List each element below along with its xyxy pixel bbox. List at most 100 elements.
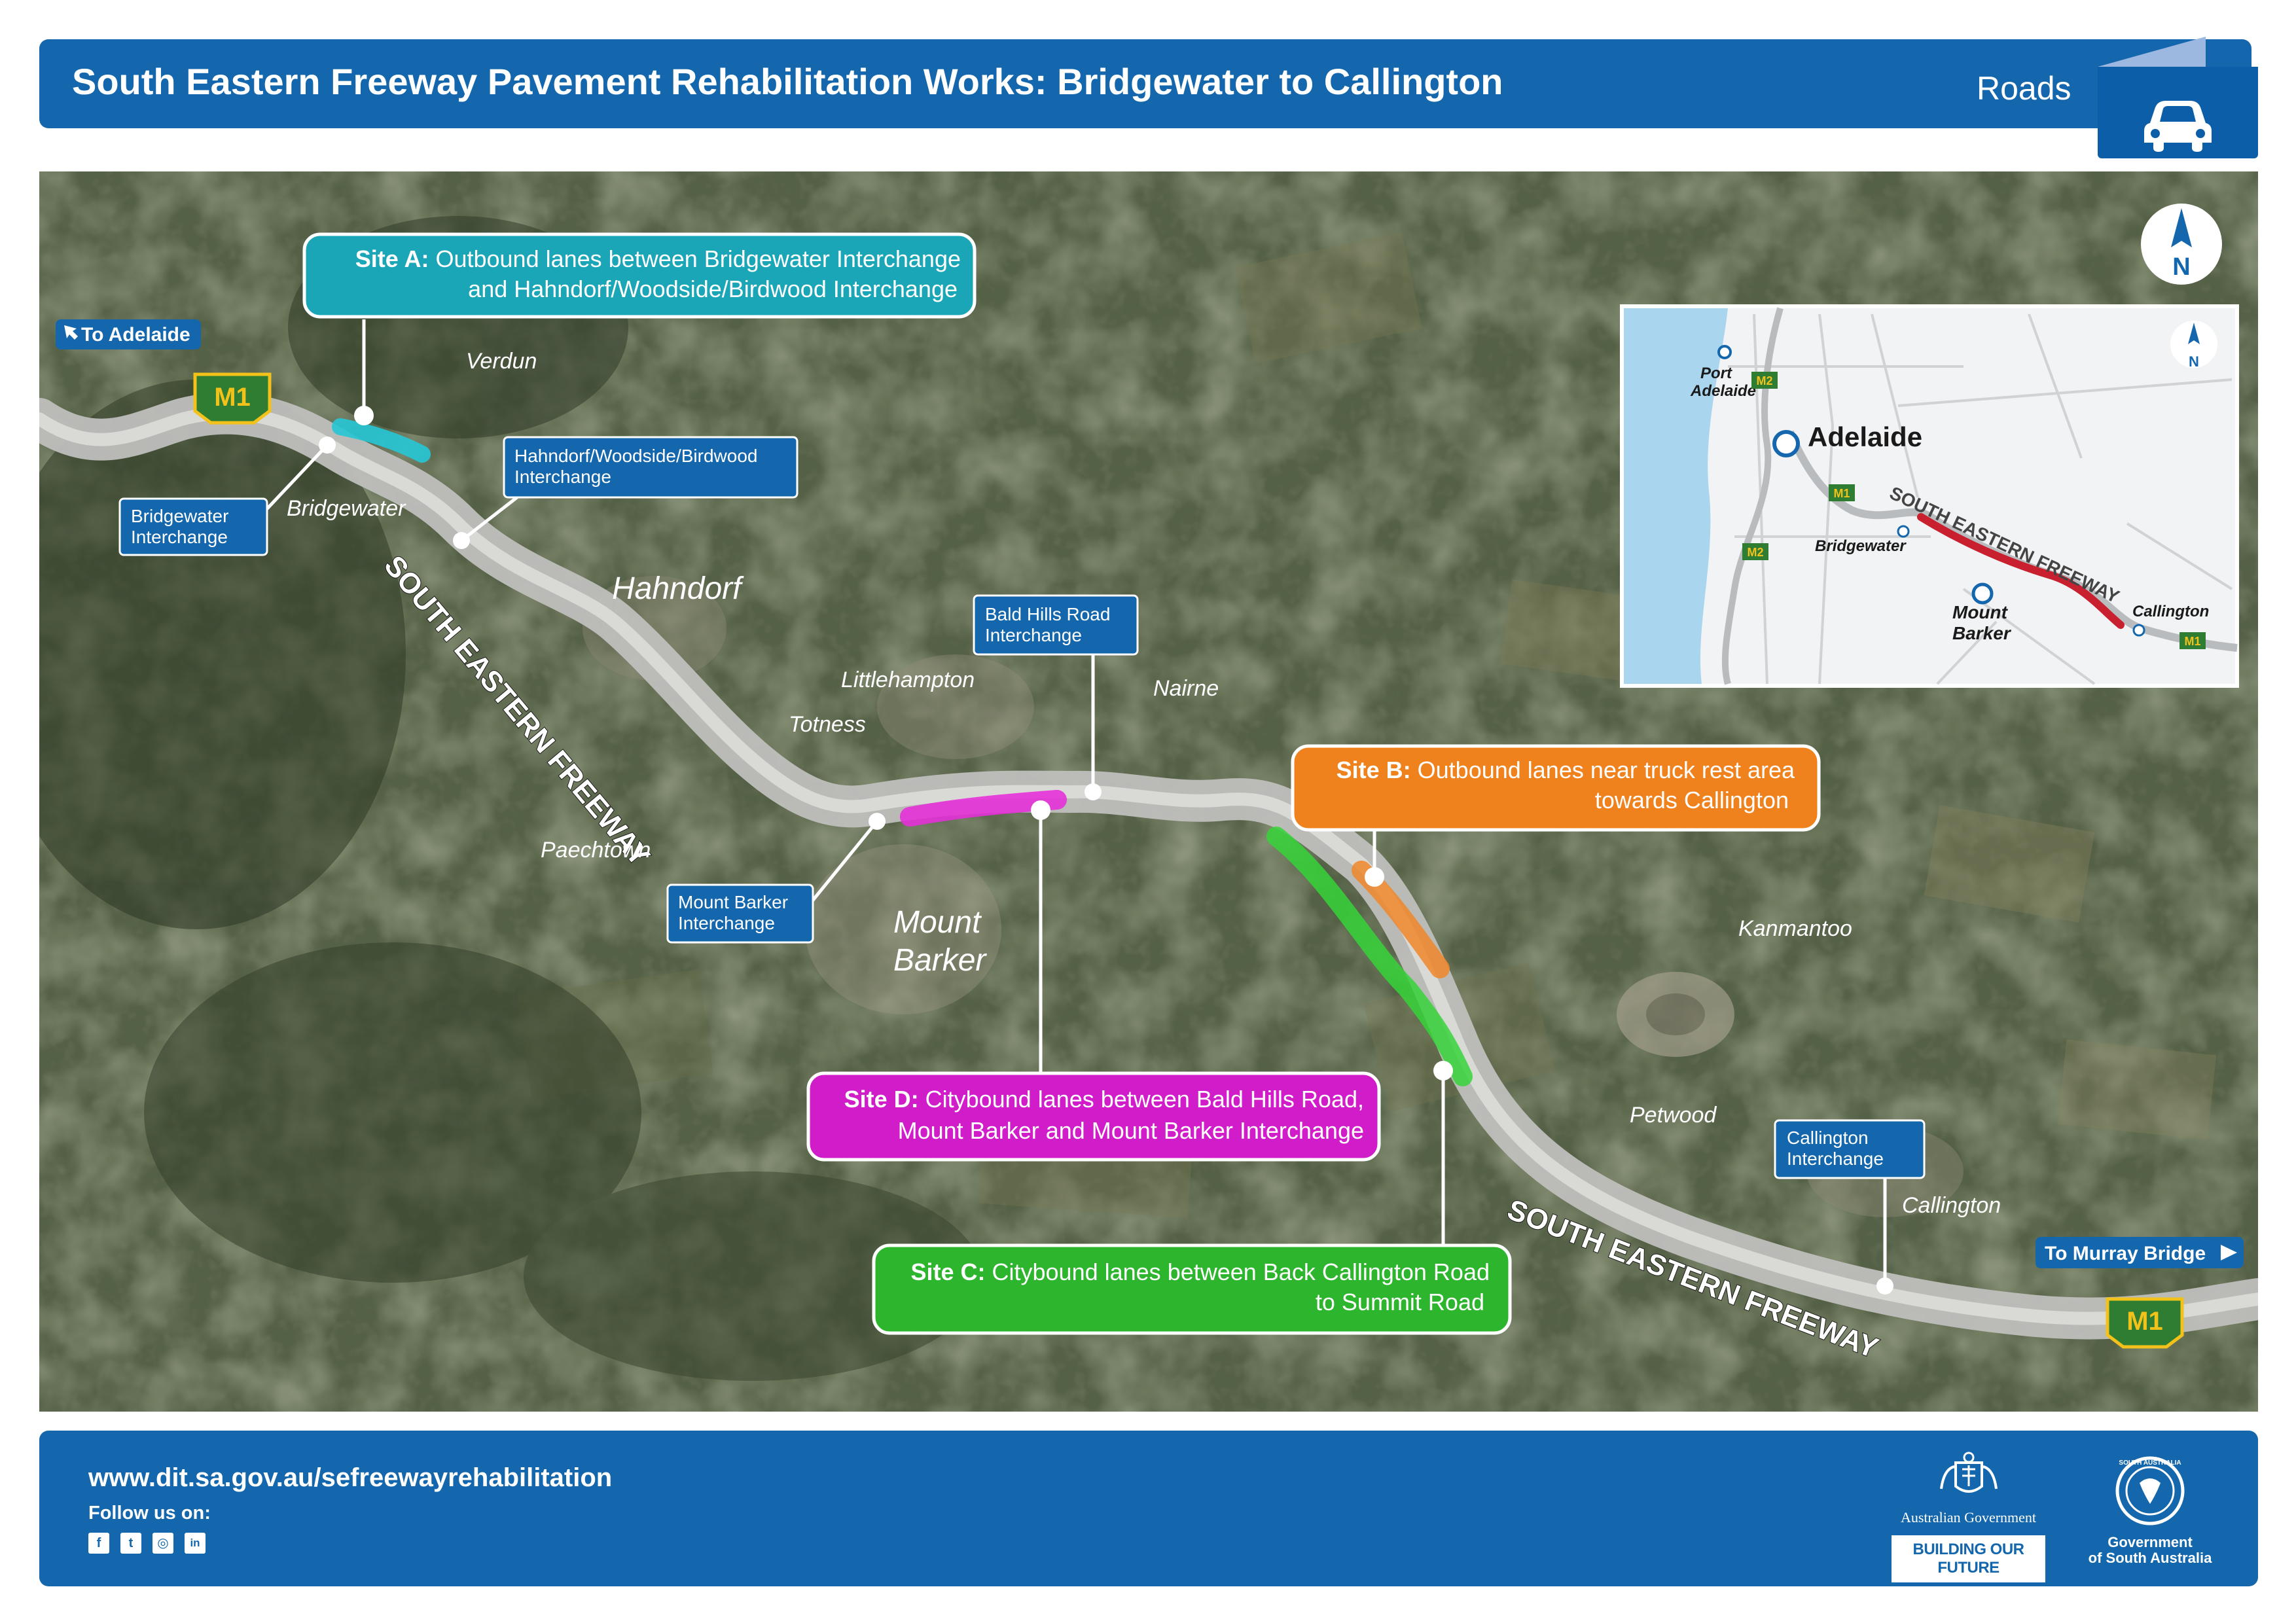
interchange-label: Hahndorf/Woodside/Birdwood xyxy=(514,446,757,466)
inset-minor-roads xyxy=(1728,313,2233,685)
town-nairne: Nairne xyxy=(1153,676,1219,701)
town-bridgewater: Bridgewater xyxy=(287,496,406,521)
town-mount-barker: Mount Barker xyxy=(893,905,990,978)
town-hahndorf: Hahndorf xyxy=(612,571,744,606)
town-paechtown: Paechtown xyxy=(541,838,651,863)
site-d-title: Site D: xyxy=(844,1086,925,1113)
follow-label: Follow us on: xyxy=(88,1503,211,1524)
interchange-callington[interactable]: Callington Interchange xyxy=(1774,1119,1926,1179)
inset-map[interactable]: Port Adelaide Adelaide Bridgewater Mount… xyxy=(1620,304,2239,688)
page-title: South Eastern Freeway Pavement Rehabilit… xyxy=(72,61,1503,102)
town-totness: Totness xyxy=(789,712,866,737)
inset-m2-label: M2 xyxy=(1747,546,1763,559)
inset-m1-shield xyxy=(1829,484,1855,501)
kanmantoo-mine xyxy=(1617,972,1734,1057)
town-verdun: Verdun xyxy=(466,349,537,374)
site-d-callout[interactable]: Site D: Citybound lanes between Bald Hil… xyxy=(806,1071,1381,1162)
site-b-line2: towards Callington xyxy=(1595,787,1789,813)
site-c-segment[interactable] xyxy=(1266,827,1473,1086)
inset-north-arrow: N xyxy=(2170,321,2217,370)
interchange-label: Callington xyxy=(1787,1128,1869,1148)
inset-m2-shield-south xyxy=(1742,543,1768,560)
svg-text:Site C: Citybound lan: Site C: Citybound lanes between Back Cal… xyxy=(911,1258,1490,1285)
inset-m2-label: M2 xyxy=(1756,374,1772,387)
inset-callington-dot xyxy=(2132,624,2145,637)
site-c-line2: to Summit Road xyxy=(1316,1289,1484,1315)
car-icon xyxy=(2144,101,2212,152)
coat-of-arms-icon xyxy=(1939,1452,1998,1493)
inset-bridgewater: Bridgewater xyxy=(1815,537,1907,555)
linkedin-icon[interactable]: in xyxy=(185,1533,206,1554)
inset-mount-barker-dot xyxy=(1971,582,1994,605)
sign-to-murray-bridge[interactable]: To Murray Bridge xyxy=(2036,1237,2244,1268)
inset-m1-label: M1 xyxy=(1833,487,1850,500)
to-murray-bridge-label: To Murray Bridge xyxy=(2045,1243,2206,1264)
site-a-segment[interactable] xyxy=(332,418,431,463)
map[interactable]: SOUTH EASTERN FREEWAY SOUTH EASTERN FREE… xyxy=(39,171,2258,1412)
footer-bar xyxy=(39,1431,2258,1586)
website-link[interactable]: www.dit.sa.gov.au/sefreewayrehabilitatio… xyxy=(88,1463,613,1492)
sa-government-line2: of South Australia xyxy=(2088,1550,2212,1566)
interchange-hahndorf[interactable]: Hahndorf/Woodside/Birdwood Interchange xyxy=(503,436,798,499)
interchange-label: Interchange xyxy=(985,625,1082,645)
inset-adelaide: Adelaide xyxy=(1808,421,1922,452)
inset-bridgewater-dot xyxy=(1897,525,1910,538)
inset-callington: Callington xyxy=(2132,603,2209,620)
site-a-callout[interactable]: Site A: Outbound lanes between Bridgewat… xyxy=(302,232,977,319)
svg-text:Site B: Outbound lane: Site B: Outbound lanes near truck rest a… xyxy=(1336,757,1795,783)
site-b-callout[interactable]: Site B: Outbound lanes near truck rest a… xyxy=(1291,744,1821,832)
site-c-line1: Citybound lanes between Back Callington … xyxy=(992,1258,1490,1285)
interchange-label: Interchange xyxy=(514,467,611,487)
inset-adelaide-dot xyxy=(1772,430,1800,457)
north-label: N xyxy=(2172,253,2190,281)
sa-crest-icon: SOUTH AUSTRALIA xyxy=(2115,1456,2185,1525)
svg-text:Site A: Outbound lane: Site A: Outbound lanes between Bridgewat… xyxy=(355,245,961,272)
interchange-label: Bald Hills Road xyxy=(985,604,1110,624)
inset-port-adelaide-dot xyxy=(1717,345,1732,359)
site-d-line2: Mount Barker and Mount Barker Interchang… xyxy=(898,1117,1364,1144)
site-a-line2: and Hahndorf/Woodside/Birdwood Interchan… xyxy=(468,276,958,302)
interchange-label: Interchange xyxy=(1787,1149,1884,1169)
inset-sea xyxy=(1624,308,1728,684)
interchange-label: Interchange xyxy=(131,527,228,547)
inset-port-adelaide: Port xyxy=(1700,365,1732,382)
inset-mount-barker: Mount xyxy=(1952,602,2009,622)
m1-shield-label: M1 xyxy=(214,383,251,412)
town-callington: Callington xyxy=(1902,1193,2001,1218)
arrow-right-icon xyxy=(2221,1245,2237,1260)
site-c-title: Site C: xyxy=(911,1258,992,1285)
inset-port-adelaide-2: Adelaide xyxy=(1690,382,1756,400)
interchange-label: Mount Barker xyxy=(678,892,788,912)
site-d-line1: Citybound lanes between Bald Hills Road, xyxy=(925,1086,1364,1113)
leader-dots xyxy=(319,406,1893,1294)
instagram-icon[interactable]: ◎ xyxy=(152,1533,173,1554)
to-adelaide-label: To Adelaide xyxy=(81,324,190,346)
facebook-icon[interactable]: f xyxy=(88,1533,109,1554)
inset-m2-shield xyxy=(1751,372,1778,389)
twitter-icon[interactable]: t xyxy=(120,1533,141,1554)
interchange-label: Bridgewater xyxy=(131,506,228,526)
leader-lines xyxy=(260,319,1887,1286)
m1-shield-label: M1 xyxy=(2126,1307,2163,1336)
sa-government-text: Government of South Australia xyxy=(2075,1535,2225,1566)
site-b-line1: Outbound lanes near truck rest area xyxy=(1418,757,1795,783)
inset-m1-shield-east xyxy=(2179,632,2206,649)
m1-shield-east: M1 xyxy=(2106,1297,2184,1349)
interchange-label: Interchange xyxy=(678,913,775,933)
australian-government-logo: Australian Government BUILDING OUR FUTUR… xyxy=(1892,1450,2045,1582)
building-our-future-badge: BUILDING OUR FUTURE xyxy=(1892,1535,2045,1582)
site-c-callout[interactable]: Site C: Citybound lanes between Back Cal… xyxy=(872,1243,1512,1335)
north-arrow: N xyxy=(2141,204,2222,285)
inset-mount-barker-2: Barker xyxy=(1952,623,2012,643)
inset-north-label: N xyxy=(2189,353,2199,370)
inset-m1-label: M1 xyxy=(2184,635,2200,648)
sign-to-adelaide[interactable]: To Adelaide xyxy=(56,319,201,349)
site-a-line1: Outbound lanes between Bridgewater Inter… xyxy=(435,245,961,272)
interchange-mount-barker[interactable]: Mount Barker Interchange xyxy=(666,883,814,944)
inset-route-highlight xyxy=(1917,513,2125,629)
interchange-bridgewater[interactable]: Bridgewater Interchange xyxy=(118,497,268,556)
town-petwood: Petwood xyxy=(1630,1103,1717,1128)
interchange-bald-hills[interactable]: Bald Hills Road Interchange xyxy=(973,594,1139,656)
site-a-title: Site A: xyxy=(355,245,436,272)
town-littlehampton: Littlehampton xyxy=(841,668,975,692)
